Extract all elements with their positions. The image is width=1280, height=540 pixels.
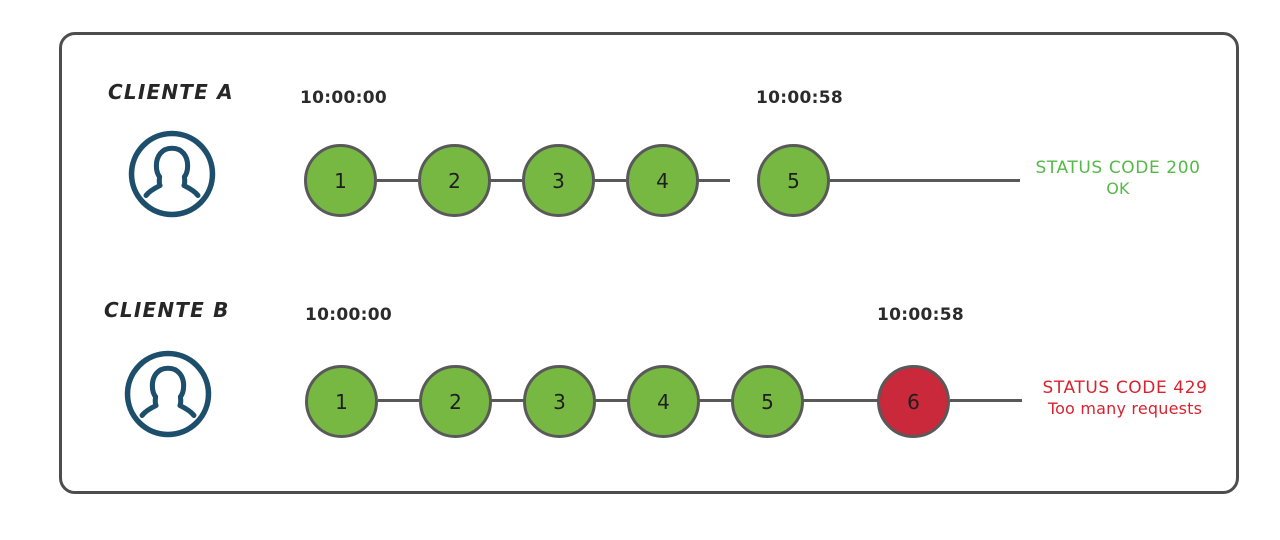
connector-b-6-status: [950, 399, 1022, 402]
request-node[interactable]: 1: [304, 144, 377, 217]
client-a-start-time: 10:00:00: [300, 88, 387, 108]
request-node[interactable]: 4: [626, 144, 699, 217]
connector-b-1-2: [378, 399, 420, 402]
connector-a-5-status: [830, 179, 1020, 182]
request-node[interactable]: 2: [418, 144, 491, 217]
client-a-status-code: STATUS CODE 200: [1035, 158, 1201, 178]
client-a-status-badge: STATUS CODE 200 OK: [1028, 158, 1208, 198]
connector-a-1-2: [377, 179, 418, 182]
client-b-start-time: 10:00:00: [305, 305, 392, 325]
connector-b-2-3: [482, 399, 524, 402]
connector-a-3-4: [585, 179, 626, 182]
connector-a-4-5: [689, 179, 730, 182]
connector-b-5-6: [794, 399, 880, 402]
connector-b-3-4: [586, 399, 628, 402]
connector-b-4-5: [690, 399, 732, 402]
request-node[interactable]: 1: [305, 365, 378, 438]
request-node[interactable]: 5: [731, 365, 804, 438]
client-a-end-time: 10:00:58: [756, 88, 843, 108]
user-avatar-icon: [126, 128, 218, 220]
client-a-status-detail: OK: [1106, 178, 1130, 198]
client-b-status-code: STATUS CODE 429: [1042, 378, 1208, 398]
request-node[interactable]: 3: [522, 144, 595, 217]
request-node[interactable]: 2: [419, 365, 492, 438]
request-node[interactable]: 3: [523, 365, 596, 438]
client-b-status-badge: STATUS CODE 429 Too many requests: [1030, 378, 1220, 418]
request-node[interactable]: 4: [627, 365, 700, 438]
client-b-label: CLIENTE B: [104, 298, 230, 322]
request-node[interactable]: 5: [757, 144, 830, 217]
client-a-label: CLIENTE A: [108, 80, 234, 104]
client-b-status-detail: Too many requests: [1047, 398, 1203, 418]
client-b-end-time: 10:00:58: [877, 305, 964, 325]
connector-a-2-3: [481, 179, 522, 182]
user-avatar-icon: [122, 348, 214, 440]
request-node-error[interactable]: 6: [877, 365, 950, 438]
